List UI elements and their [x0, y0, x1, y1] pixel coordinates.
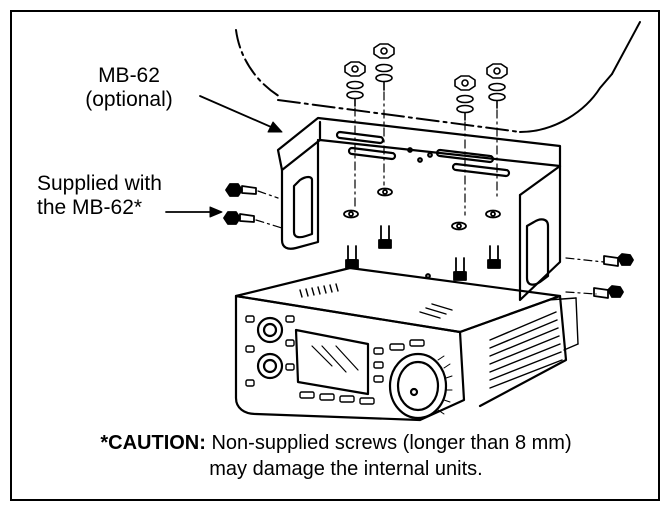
caution-line-1: Non-supplied screws (longer than 8 mm) — [211, 432, 572, 454]
display-screen — [294, 328, 370, 396]
caution-heading: *CAUTION: — [100, 432, 206, 454]
supplied-line-1: Supplied with — [37, 172, 162, 195]
nut-stack-1 — [344, 61, 366, 107]
supplied-line-2: the MB-62* — [37, 196, 143, 219]
side-screw-upper — [225, 183, 279, 199]
supplied-screws-label: Supplied with the MB-62* — [37, 172, 162, 220]
lower-bolts — [343, 187, 501, 281]
caution-line-2: may damage the internal units. — [209, 458, 483, 480]
side-screws-left — [223, 183, 283, 229]
nut-stack-3 — [454, 75, 476, 121]
side-screw-right-lower — [565, 285, 624, 299]
main-dial — [388, 352, 453, 420]
leader-arrows — [165, 95, 283, 218]
knob-upper — [256, 316, 284, 344]
bolt-1 — [345, 245, 359, 269]
knob-lower — [256, 352, 284, 380]
nut-stack-4 — [486, 63, 508, 109]
bracket-note: (optional) — [85, 88, 173, 111]
top-nut-stacks — [344, 43, 508, 216]
bracket-arrow — [199, 95, 283, 133]
bolt-2 — [378, 225, 392, 249]
bracket-label: MB-62 (optional) — [79, 64, 179, 112]
side-screw-right-upper — [565, 253, 634, 267]
transceiver — [234, 266, 579, 422]
bolt-4 — [487, 245, 501, 269]
mb62-bracket — [276, 116, 562, 302]
bolt-3 — [453, 257, 467, 281]
mounting-surface-outline — [235, 21, 641, 133]
caution-note: *CAUTION: Non-supplied screws (longer th… — [0, 430, 672, 482]
supplied-screws-arrow — [165, 206, 223, 218]
diagram-frame — [10, 10, 660, 501]
side-screws-right — [565, 253, 634, 299]
side-screw-lower — [223, 211, 283, 229]
bracket-name: MB-62 — [98, 64, 160, 87]
nut-stack-2 — [373, 43, 395, 91]
